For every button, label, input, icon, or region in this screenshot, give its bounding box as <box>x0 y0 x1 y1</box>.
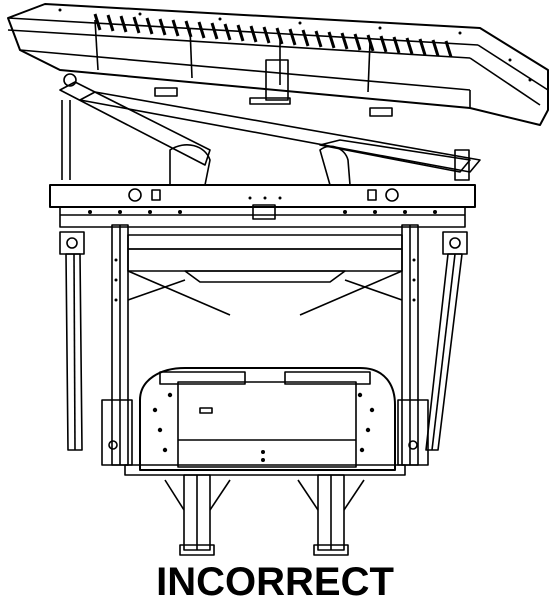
top-deck <box>7 3 549 126</box>
support-arms <box>59 81 481 186</box>
cross-beam <box>49 184 476 255</box>
caption-label: INCORRECT <box>156 560 394 604</box>
deck-grille <box>93 13 453 58</box>
machine-line-drawing <box>7 3 549 556</box>
gearbox-housing <box>101 367 429 476</box>
outer-legs <box>65 253 463 451</box>
bottom-columns <box>164 474 365 556</box>
inner-frame <box>111 224 419 466</box>
